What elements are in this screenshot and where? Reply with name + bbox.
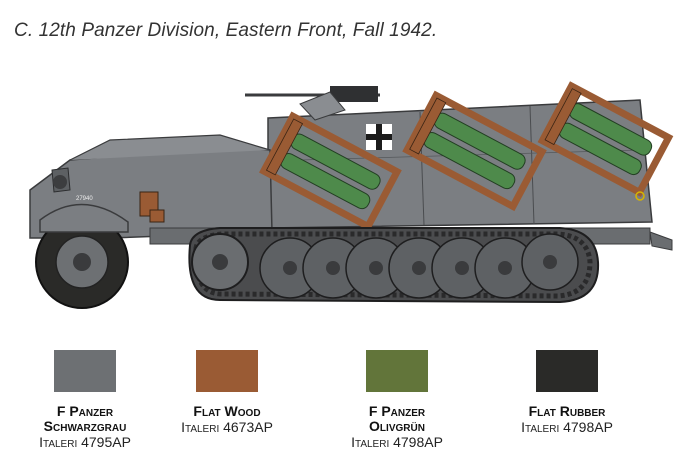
front-wheel xyxy=(35,203,129,309)
color-chip-wood xyxy=(196,350,258,392)
paint-swatch-3: F Panzer Olivgrün Italeri 4798AP xyxy=(312,350,482,450)
track xyxy=(188,227,600,304)
paint-name-line2: Schwarzgrau xyxy=(43,418,127,434)
color-chip-olive xyxy=(366,350,428,392)
balkenkreuz-marking xyxy=(366,124,392,150)
machine-gun xyxy=(245,86,380,121)
hull-number: 27940 xyxy=(76,196,93,202)
paint-swatch-1: F Panzer Schwarzgrau Italeri 4795AP xyxy=(0,350,170,450)
color-chip-rubber xyxy=(536,350,598,392)
paint-name: Flat Rubber xyxy=(528,403,606,419)
paint-swatch-4: Flat Rubber Italeri 4798AP xyxy=(482,350,652,435)
paint-code: Italeri 4795AP xyxy=(39,434,131,450)
paint-code: Italeri 4673AP xyxy=(181,419,273,435)
paint-name: Flat Wood xyxy=(193,403,261,419)
paint-code: Italeri 4798AP xyxy=(521,419,613,435)
paint-code: Italeri 4798AP xyxy=(351,434,443,450)
paint-name-line2: Olivgrün xyxy=(369,418,425,434)
rocket-frames xyxy=(259,81,674,232)
paint-name: F Panzer xyxy=(56,403,114,419)
paint-name: F Panzer xyxy=(368,403,426,419)
color-chip-panzer-grey xyxy=(54,350,116,392)
halftrack-illustration: 27940 xyxy=(29,81,674,309)
paint-swatch-2: Flat Wood Italeri 4673AP xyxy=(142,350,312,435)
page-caption: C. 12th Panzer Division, Eastern Front, … xyxy=(14,20,438,41)
unit-emblem xyxy=(635,191,645,201)
